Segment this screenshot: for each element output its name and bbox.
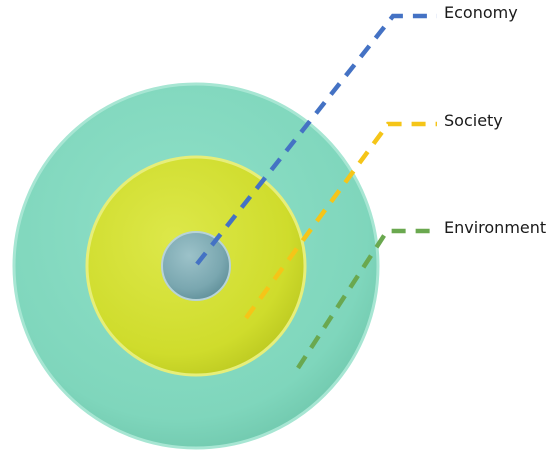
economy-circle bbox=[161, 231, 231, 301]
economy-leader-line bbox=[195, 13, 437, 266]
environment-label: Environment bbox=[444, 218, 546, 237]
economy-label: Economy bbox=[444, 3, 518, 22]
society-leader-line bbox=[244, 121, 437, 320]
society-label: Society bbox=[444, 111, 503, 130]
environment-leader-line bbox=[296, 228, 437, 370]
